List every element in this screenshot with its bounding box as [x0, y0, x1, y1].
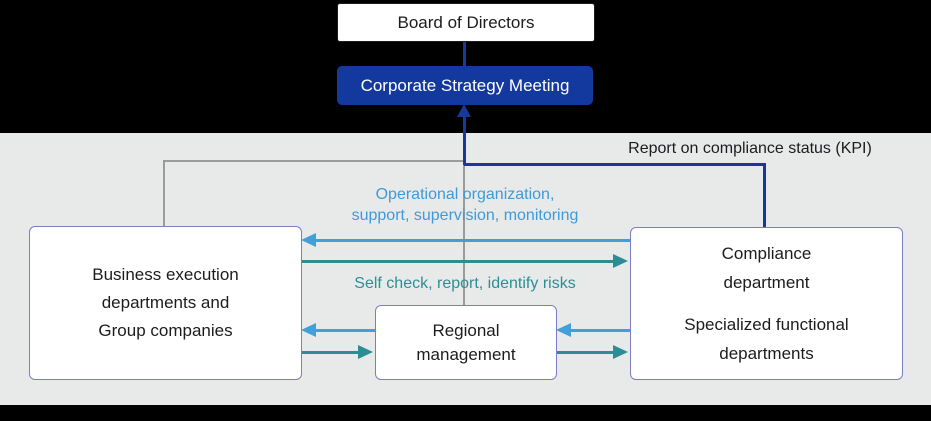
specialized-functional-block: Specialized functional departments	[684, 310, 848, 368]
self-check-label: Self check, report, identify risks	[354, 275, 576, 292]
specialized-functional-line2: departments	[719, 344, 814, 363]
report-connector-vertical-right	[763, 163, 766, 228]
arrowhead-right-bottomleft-icon	[358, 345, 373, 359]
arrowhead-right-bottomright-icon	[613, 345, 628, 359]
operational-support-label: Operational organization, support, super…	[320, 184, 610, 226]
gray-connector-vertical-left	[163, 160, 165, 226]
board-of-directors-label: Board of Directors	[397, 12, 535, 32]
arrowhead-right-top-icon	[613, 254, 628, 268]
report-connector-vertical-up	[463, 116, 466, 165]
compliance-department-line1: Compliance	[721, 244, 812, 263]
arrowhead-left-top-icon	[301, 233, 316, 247]
report-kpi-label: Report on compliance status (KPI)	[628, 140, 872, 157]
arrowhead-up-to-strategy-icon	[457, 104, 471, 117]
board-strategy-connector-line	[463, 40, 466, 67]
business-execution-line3: Group companies	[98, 321, 233, 340]
business-execution-box: Business execution departments and Group…	[29, 226, 302, 380]
gray-connector-vertical-middle	[463, 160, 465, 306]
operational-support-label-line1: Operational organization,	[375, 186, 555, 203]
gray-connector-horizontal	[163, 160, 465, 162]
operational-support-label-line2: support, supervision, monitoring	[351, 207, 579, 224]
compliance-department-box: Compliance department Specialized functi…	[630, 227, 903, 380]
arrowhead-left-bottomleft-icon	[301, 323, 316, 337]
corporate-strategy-meeting-label: Corporate Strategy Meeting	[360, 75, 570, 95]
regional-management-line2: management	[416, 344, 516, 364]
arrow-supervision-to-business	[314, 239, 630, 242]
specialized-functional-line1: Specialized functional	[684, 315, 849, 334]
compliance-department-block: Compliance department	[722, 239, 812, 297]
arrow-compliance-to-regional	[569, 329, 630, 332]
report-connector-horizontal	[464, 163, 766, 166]
arrowhead-left-bottomright-icon	[556, 323, 571, 337]
arrow-business-to-regional	[300, 351, 359, 354]
regional-management-box: Regional management	[375, 305, 557, 380]
regional-management-line1: Regional	[432, 320, 500, 340]
business-execution-line2: departments and	[101, 293, 230, 312]
arrow-regional-to-business	[314, 329, 375, 332]
corporate-strategy-meeting-box: Corporate Strategy Meeting	[337, 66, 593, 105]
arrow-selfcheck-to-compliance	[300, 260, 614, 263]
business-execution-line1: Business execution	[92, 265, 239, 284]
arrow-regional-to-compliance	[555, 351, 614, 354]
board-of-directors-box: Board of Directors	[337, 3, 595, 42]
compliance-department-line2: department	[723, 273, 810, 292]
